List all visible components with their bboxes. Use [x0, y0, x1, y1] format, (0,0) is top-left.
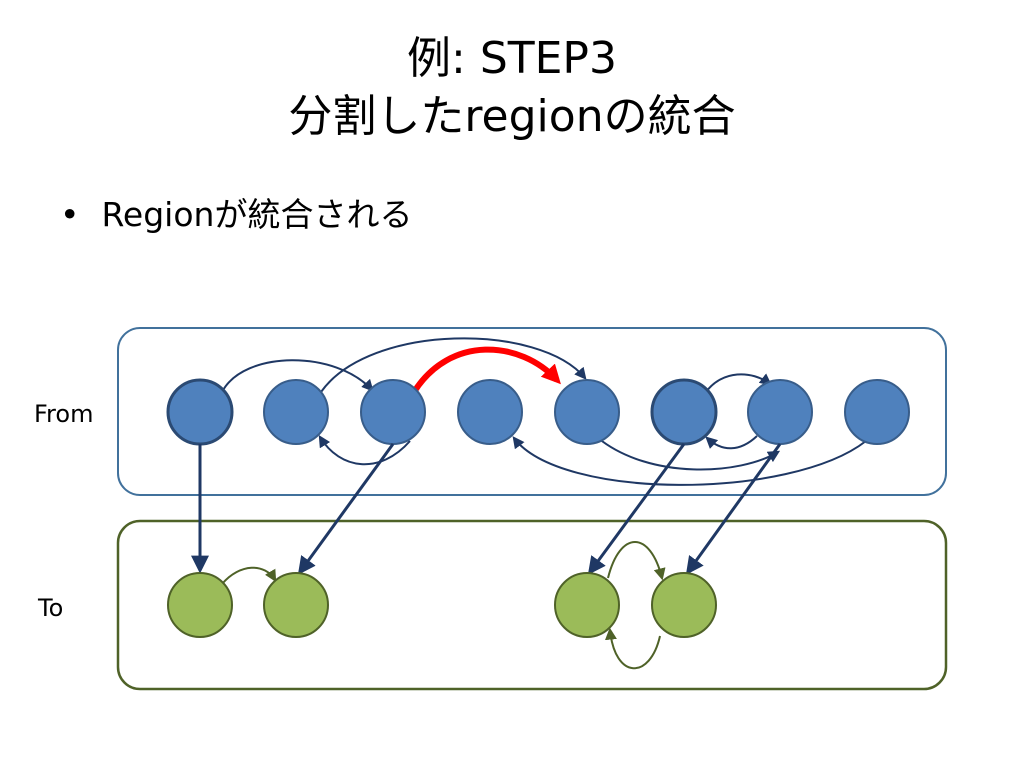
- title-line-1: 例: STEP3: [407, 33, 617, 84]
- to-label: To: [38, 594, 64, 622]
- map-arrow-f3-to-t2: [297, 443, 395, 575]
- map-arrow-f6-to-t3: [587, 443, 686, 575]
- slide-title: 例: STEP3 分割したregionの統合: [0, 30, 1024, 146]
- from-node-6: [650, 378, 718, 446]
- arrow-f2-to-f5: [320, 337, 587, 393]
- from-node-1: [166, 378, 234, 446]
- from-node-8: [844, 379, 910, 445]
- bullet-text: Regionが統合される: [101, 195, 413, 234]
- to-node-3: [554, 572, 620, 638]
- from-region-box: [117, 327, 947, 496]
- from-label: From: [34, 400, 94, 428]
- title-line-2: 分割したregionの統合: [288, 91, 736, 142]
- arrow-f1-to-f3: [221, 359, 374, 393]
- arrow-f7-to-f6: [705, 435, 758, 450]
- to-region-box: [116, 519, 948, 691]
- arrow-f5-to-f7: [597, 437, 781, 471]
- to-node-2: [263, 572, 329, 638]
- arrow-f3-to-f2: [318, 434, 411, 466]
- from-node-2: [263, 379, 329, 445]
- from-node-7: [747, 379, 813, 445]
- from-node-4: [457, 379, 523, 445]
- bullet-item: • Regionが統合される: [60, 188, 412, 236]
- map-arrow-f7-to-t4: [685, 443, 782, 575]
- arrow-f8-to-f4: [512, 436, 867, 486]
- arrow-f6-to-f7: [705, 373, 772, 393]
- from-node-5: [554, 379, 620, 445]
- highlight-arrow-f3-to-f5: [411, 346, 561, 394]
- arrow-t4-to-t3: [604, 627, 661, 670]
- from-node-3: [360, 379, 426, 445]
- bullet-dot-icon: •: [60, 195, 80, 234]
- to-node-1: [167, 572, 233, 638]
- to-node-4: [651, 572, 717, 638]
- arrow-t3-to-t4: [607, 541, 666, 581]
- arrow-t1-to-t2: [221, 566, 277, 585]
